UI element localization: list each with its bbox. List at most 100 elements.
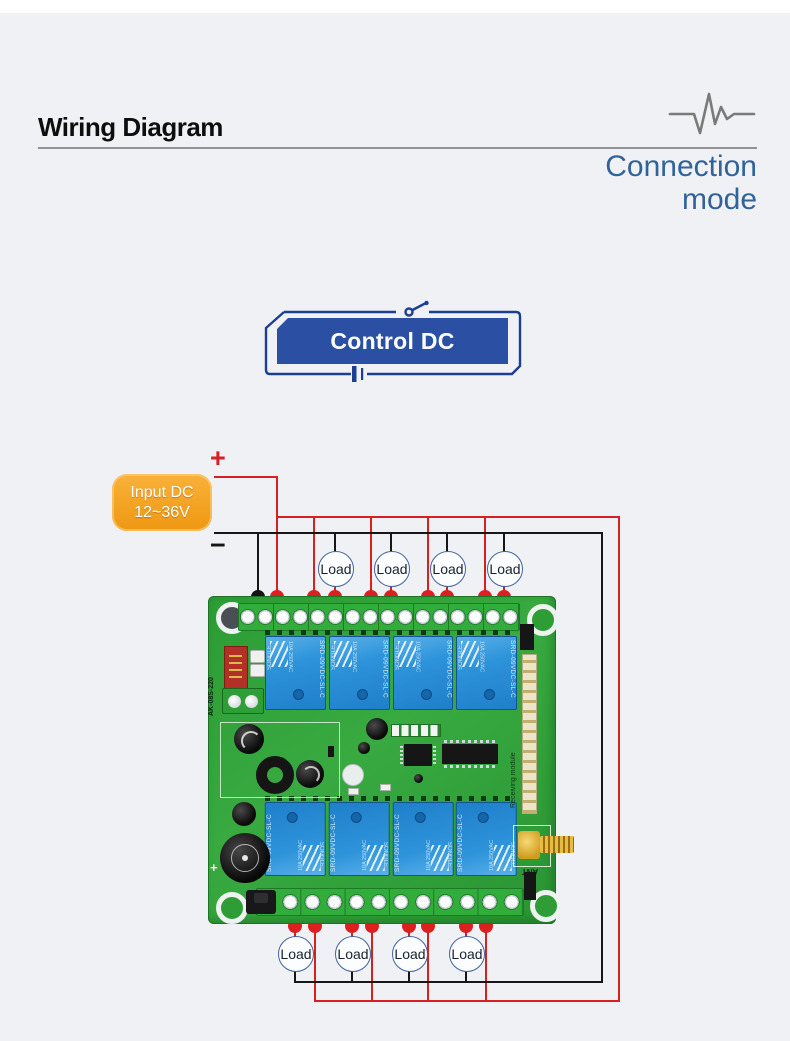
pulse-icon [668,92,756,135]
wire-load-stub [351,969,353,983]
diode-component [250,650,265,663]
wire-positive [371,926,373,1000]
relay-dot [350,811,362,823]
connection-mode-line1: Connection [605,150,757,183]
buzzer [220,833,270,883]
load-circle: Load [430,551,466,587]
relay-brand-text: SONGLE [458,645,465,671]
battery-bar-thick [352,366,357,382]
relay-rating-text: 10A 250VAC [478,641,485,673]
load-label: Load [376,561,408,577]
page-title: Wiring Diagram [38,112,223,142]
load-circle: Load [392,936,428,972]
relay-marking-text: SRD-09VDC-SL-C [381,640,389,699]
wire-positive [313,518,315,597]
terminal-block-top [238,603,520,631]
wire-load-stub [390,534,392,552]
wire-positive [314,926,316,1000]
capacitor [358,742,370,754]
wire-negative-bus-top [214,532,603,534]
relay-dot [293,689,305,701]
relay-marking-text: SRD-09VDC-SL-C [445,640,453,699]
load-label: Load [320,561,352,577]
wire-positive [427,926,429,1000]
relay-dot [484,689,496,701]
relay-rating-text: 10A 250VAC [350,641,357,673]
wire-load-stub [294,969,296,983]
control-dc-label: Control DC [277,318,508,364]
ic-pins [444,740,496,743]
relay-rating-text: 10A 250VAC [361,839,368,871]
load-label: Load [432,561,464,577]
header-connector [524,872,536,900]
wire-load-stub [503,534,505,552]
relay-rating-text: 10A 250VAC [297,839,304,871]
ic-pins [400,746,403,764]
capacitor [234,724,264,754]
relay-rating-text: 10A 250VAC [489,839,495,871]
wire-positive [484,518,486,597]
mounting-hole [216,892,248,924]
diode-component [250,664,265,677]
capacitor-marking [241,731,261,751]
aux-terminal-block [222,688,264,714]
ic-pins [444,765,496,768]
antenna-connector-base [518,831,540,859]
load-label: Load [451,946,483,962]
plus-terminal-sign: + [210,443,226,473]
input-dc-line1: Input DC [130,483,194,501]
minus-terminal-sign: − [210,530,226,560]
load-label: Load [337,946,369,962]
wire-positive-right-drop [618,518,620,1002]
transistor [328,746,334,757]
buzzer-hole [242,855,248,861]
relay-marking-text: SRD-09VDC-SL-C [457,813,465,872]
relay-stripes-decoration [397,641,416,667]
relay-dot [356,689,368,701]
top-white-band [0,0,790,13]
wire-positive [214,476,278,478]
switch-pivot-icon [404,307,414,317]
wire-positive-bus-top [276,516,620,518]
relay-rating-text: 10A 250VAC [287,641,293,673]
switch-lever-icon [411,302,426,312]
relay-dot [477,811,489,823]
capacitor [366,718,388,740]
relay-rating-text: 10A 250VAC [425,839,432,871]
wire-negative-right-drop [601,534,603,983]
wire-load-stub [334,534,336,552]
load-circle: Load [487,551,523,587]
buzzer-ring [231,844,259,872]
relay-row-top: SONGLE 10A 250VAC SRD-09VDC-SL-C SONGLE 10A… [265,636,517,710]
load-circle: Load [374,551,410,587]
control-box-frame [264,300,522,382]
red-component [224,646,248,690]
antenna-connector-thread [540,836,574,853]
receiver-module-label: Receiving module [510,752,517,808]
wire-positive [427,518,429,597]
capacitor [296,760,324,788]
screw [245,694,259,708]
red-component-marking [229,652,242,683]
screw [227,694,241,708]
relay-brand-text: SONGLE [267,645,273,671]
soic-chip [442,744,498,764]
input-dc-line2: 12~36V [134,503,190,521]
capacitor [232,802,256,826]
load-circle: Load [278,936,314,972]
input-dc-badge: Input DC 12~36V [112,474,212,531]
relay-marking-text: SRD-09VDC-SL-C [393,813,401,872]
relay-pins-strip [265,630,517,635]
wire-negative-bus-bottom [294,981,603,983]
wire-load-stub [408,969,410,983]
connection-mode-heading: Connection mode [605,150,757,216]
relay-dot [286,811,298,823]
